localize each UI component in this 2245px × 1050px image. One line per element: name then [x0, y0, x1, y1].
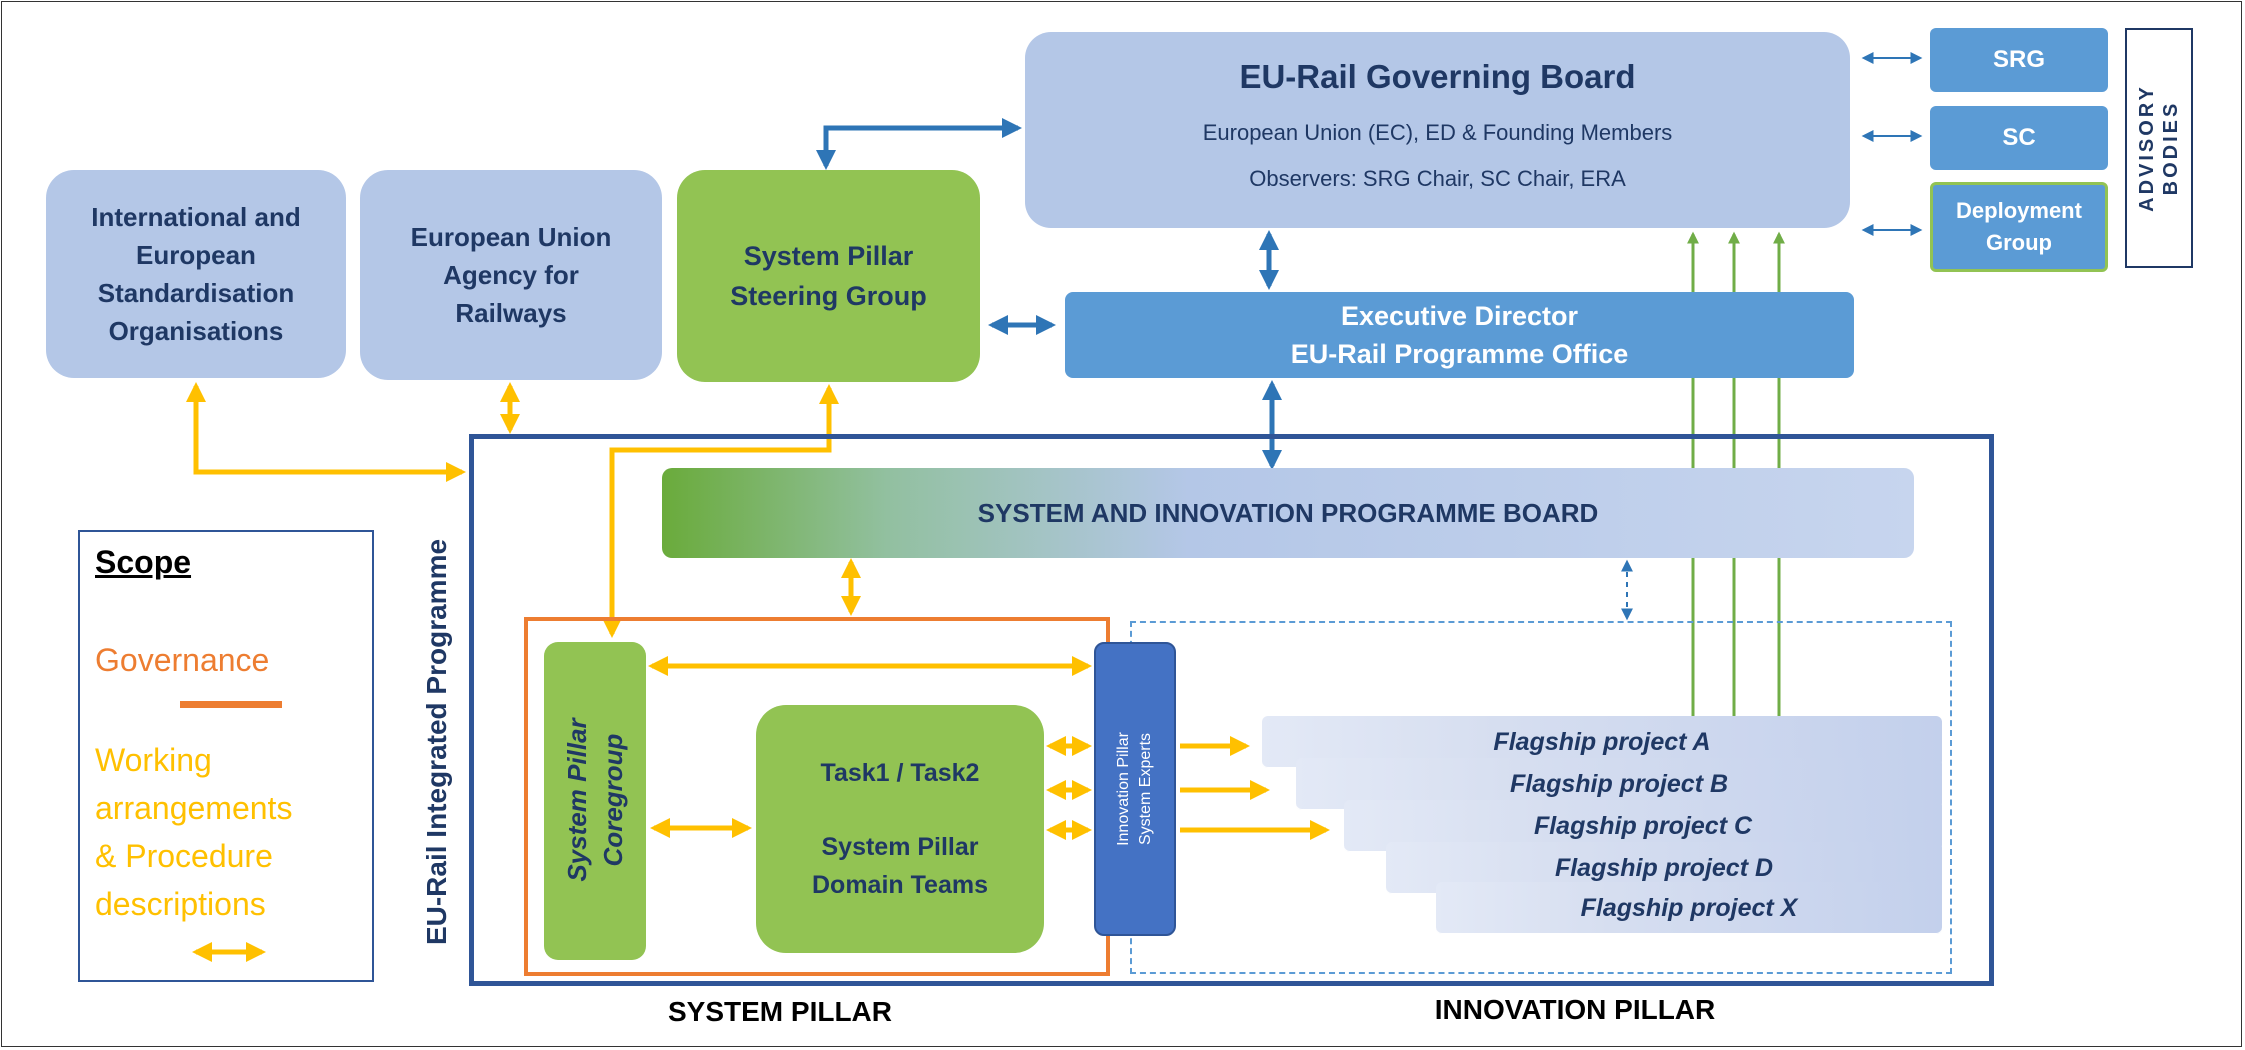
- domain-teams-label: Domain Teams: [812, 871, 988, 899]
- intl-line: International and: [91, 202, 301, 232]
- executive-director-box: Executive Director EU-Rail Programme Off…: [1065, 292, 1854, 378]
- governing-board-title: EU-Rail Governing Board: [1239, 58, 1636, 95]
- srg-box: SRG: [1930, 28, 2108, 92]
- scope-legend-governance: Governance: [95, 642, 270, 678]
- programme-board-box: SYSTEM AND INNOVATION PROGRAMME BOARD: [662, 468, 1914, 558]
- intl-line: Standardisation: [97, 278, 295, 308]
- innovation-pillar-label: INNOVATION PILLAR: [1434, 994, 1716, 1025]
- intl-line: European: [136, 240, 256, 270]
- intl-line: Organisations: [108, 316, 284, 346]
- flagship-label: Flagship project X: [1580, 893, 1798, 922]
- governing-board: EU-Rail Governing Board European Union (…: [1025, 32, 1850, 228]
- deployment-label-1: Deployment: [1956, 198, 2082, 223]
- governance-legend-line: [180, 701, 282, 708]
- steering-line: Steering Group: [730, 281, 927, 311]
- programme-board-label: SYSTEM AND INNOVATION PROGRAMME BOARD: [977, 497, 1599, 528]
- link-intl-to-programme: [186, 382, 466, 482]
- srg-label: SRG: [1992, 46, 2045, 73]
- flagship-label: Flagship project D: [1554, 853, 1774, 882]
- deployment-group-box: Deployment Group: [1930, 182, 2108, 272]
- system-experts-box: [1094, 642, 1176, 936]
- flagship-label: Flagship project C: [1533, 811, 1753, 840]
- system-pillar-label: SYSTEM PILLAR: [667, 996, 892, 1027]
- system-experts-label: Innovation Pillar System Experts: [1115, 732, 1154, 846]
- deployment-label-2: Group: [1986, 230, 2052, 255]
- scope-legend-title: Scope: [95, 544, 192, 580]
- governing-board-observers: Observers: SRG Chair, SC Chair, ERA: [1249, 166, 1626, 191]
- domain-pillar-label: System Pillar: [821, 833, 979, 861]
- scope-legend-working: Working arrangements & Procedure descrip…: [95, 742, 293, 922]
- sc-label: SC: [2002, 124, 2036, 151]
- standardisation-organisations-box: International and European Standardisati…: [46, 170, 346, 378]
- advisory-bodies-frame: [2125, 28, 2193, 268]
- era-line: Railways: [455, 298, 567, 328]
- programme-office-label: EU-Rail Programme Office: [1290, 339, 1629, 369]
- flagship-label: Flagship project B: [1509, 769, 1729, 798]
- domain-teams-box: Task1 / Task2 System Pillar Domain Teams: [756, 705, 1044, 953]
- era-line: European Union: [410, 222, 612, 252]
- coregroup-label: System Pillar Coregroup: [562, 718, 628, 882]
- link-steering-to-board: [816, 118, 1022, 170]
- coregroup-box: [544, 642, 646, 960]
- steering-line: System Pillar: [743, 241, 914, 271]
- advisory-bodies-label: ADVISORY BODIES: [2136, 84, 2182, 212]
- governing-board-members: European Union (EC), ED & Founding Membe…: [1202, 120, 1673, 145]
- steering-group-box: System Pillar Steering Group: [677, 170, 980, 382]
- era-box: European Union Agency for Railways: [360, 170, 662, 380]
- flagship-label: Flagship project A: [1493, 727, 1711, 756]
- integrated-programme-label: EU-Rail Integrated Programme: [421, 538, 452, 946]
- flagship-x-box: Flagship project X: [1436, 882, 1942, 934]
- executive-director-label: Executive Director: [1340, 301, 1579, 331]
- domain-tasks-label: Task1 / Task2: [820, 759, 980, 787]
- link-steering-to-coregroup: [602, 384, 839, 638]
- era-line: Agency for: [443, 260, 579, 290]
- scope-legend-frame: [78, 530, 374, 982]
- integrated-programme-frame: [469, 434, 1994, 986]
- sc-box: SC: [1930, 106, 2108, 170]
